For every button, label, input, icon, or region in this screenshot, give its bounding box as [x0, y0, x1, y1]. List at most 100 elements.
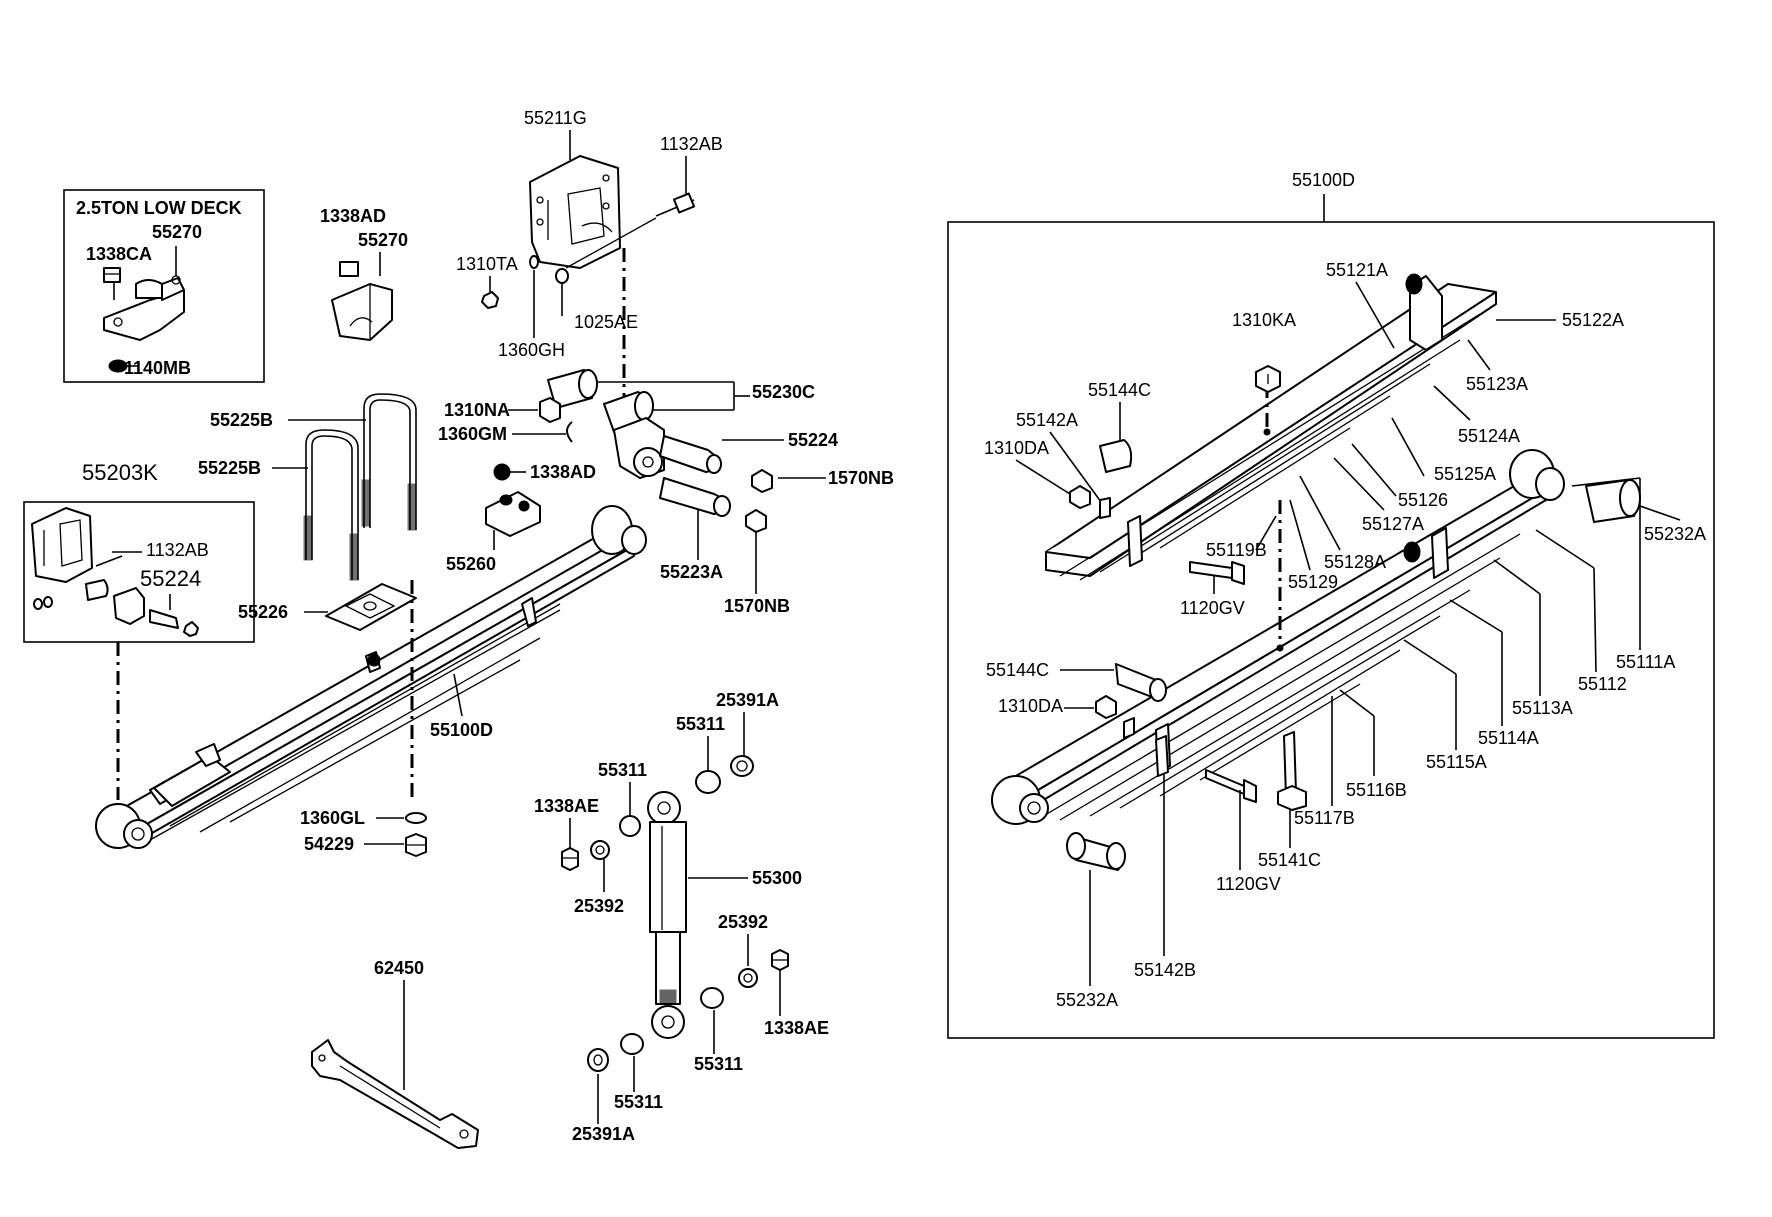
label-1120GV-a: 1120GV [1180, 598, 1245, 618]
label-1310KA: 1310KA [1232, 310, 1296, 330]
washer-1360GH: 1360GH [498, 255, 565, 360]
bushing-group-55230C: 55230C [547, 369, 815, 433]
label-1140MB: 1140MB [124, 358, 191, 378]
label-55127A: 55127A [1362, 514, 1424, 534]
label-55270-a: 55270 [152, 222, 202, 242]
rubber-55311-a: 55311 [676, 714, 725, 794]
rubber-bumper-55270 [331, 283, 393, 341]
label-55260: 55260 [446, 554, 496, 574]
label-55311-d: 55311 [614, 1092, 663, 1112]
label-1570NB-a: 1570NB [828, 468, 894, 488]
label-55128A: 55128A [1324, 552, 1386, 572]
label-55225B-b: 55225B [198, 458, 261, 478]
label-55123A: 55123A [1466, 374, 1528, 394]
label-55142B: 55142B [1134, 960, 1196, 980]
upper-leaf-spring [1045, 273, 1497, 581]
inset-label-55224: 55224 [140, 566, 201, 591]
label-1338AE-b: 1338AE [764, 1018, 829, 1038]
rubber-25391A-a: 25391A [716, 690, 779, 777]
inset-55203K: 55203K 1132AB 55224 [23, 460, 255, 643]
bracket-55270-group: 1338AD 55270 [320, 206, 408, 341]
label-55121A: 55121A [1326, 260, 1388, 280]
label-55225B-a: 55225B [210, 410, 273, 430]
label-55119B: 55119B [1206, 540, 1267, 560]
label-55126: 55126 [1398, 490, 1448, 510]
washer-1360GM: 1360GM [438, 421, 573, 444]
bracket-55270-lowdeck [103, 246, 185, 341]
label-55115A: 55115A [1426, 752, 1487, 772]
label-62450: 62450 [374, 958, 424, 978]
label-55125A: 55125A [1434, 464, 1496, 484]
label-1570NB-b: 1570NB [724, 596, 790, 616]
label-55116B: 55116B [1346, 780, 1407, 800]
nut-1570NB-b: 1570NB [724, 509, 790, 616]
detail-box-title: 55100D [1292, 170, 1355, 190]
label-55117B: 55117B [1294, 808, 1355, 828]
label-55141C: 55141C [1258, 850, 1321, 870]
low-deck-box: 2.5TON LOW DECK 55270 1338CA 1140MB [63, 189, 265, 383]
rubber-25391A-b: 25391A [572, 1048, 635, 1144]
label-55112: 55112 [1578, 674, 1627, 694]
label-1338CA: 1338CA [86, 244, 152, 264]
label-55124A: 55124A [1458, 426, 1520, 446]
label-1338AE-a: 1338AE [534, 796, 599, 816]
inset-55203K-title: 55203K [82, 460, 158, 485]
label-55223A: 55223A [660, 562, 723, 582]
u-bolt-55225B-front: 55225B [198, 429, 359, 581]
label-1360GH: 1360GH [498, 340, 565, 360]
nut-1338AE-b: 1338AE [764, 949, 829, 1038]
bump-stop-55260: 55260 [446, 491, 541, 574]
label-1360GL: 1360GL [300, 808, 365, 828]
bolt-1140MB [108, 359, 138, 373]
nut-1570NB-a: 1570NB [751, 468, 894, 493]
label-25391A-b: 25391A [572, 1124, 635, 1144]
label-55226: 55226 [238, 602, 288, 622]
label-55311-b: 55311 [598, 760, 647, 780]
washer-1360GL: 1360GL [300, 808, 427, 828]
label-54229: 54229 [304, 834, 354, 854]
lower-leaf-spring [991, 449, 1565, 825]
label-25392-b: 25392 [718, 912, 768, 932]
pin-55224: 55224 [659, 430, 838, 474]
inset-label-1132AB: 1132AB [146, 540, 209, 560]
label-55311-a: 55311 [676, 714, 725, 734]
label-55142A: 55142A [1016, 410, 1078, 430]
bolt-1132AB: 1132AB [565, 134, 723, 269]
label-55114A: 55114A [1478, 728, 1539, 748]
rubber-55311-c: 55311 [694, 987, 743, 1074]
label-1310DA-b: 1310DA [998, 696, 1063, 716]
label-55232A-a: 55232A [1644, 524, 1706, 544]
label-55300: 55300 [752, 868, 802, 888]
nut-1338CA [103, 267, 121, 283]
label-1310TA: 1310TA [456, 254, 518, 274]
label-55224: 55224 [788, 430, 838, 450]
spring-seat-55226: 55226 [238, 583, 417, 631]
spring-clamp-plate [153, 755, 231, 807]
label-1120GV-b: 1120GV [1216, 874, 1281, 894]
label-25391A-a: 25391A [716, 690, 779, 710]
rod-62450: 62450 [311, 958, 479, 1149]
hanger-bracket-55211G: 55211G [524, 108, 626, 440]
label-55144C-b: 55144C [986, 660, 1049, 680]
leaf-spring-55100D: 55100D [95, 505, 647, 849]
nut-54229: 54229 [304, 833, 427, 857]
pin-55223A: 55223A [659, 477, 731, 582]
label-55100D: 55100D [430, 720, 493, 740]
label-55211G: 55211G [524, 108, 587, 128]
nut-1338AD-top [339, 261, 359, 277]
label-1025AE: 1025AE [574, 312, 638, 332]
low-deck-title: 2.5TON LOW DECK [76, 198, 242, 218]
rubber-55311-d: 55311 [614, 1033, 663, 1112]
nut-1310NA: 1310NA [444, 397, 561, 423]
label-1338AD-b: 1338AD [530, 462, 596, 482]
shackle [613, 417, 665, 479]
nut-1338AD-b: 1338AD [493, 462, 596, 482]
shock-absorber-55300: 55300 [647, 791, 802, 1039]
label-55270-b: 55270 [358, 230, 408, 250]
label-55232A-b: 55232A [1056, 990, 1118, 1010]
u-bolt-55225B-rear: 55225B [210, 393, 417, 531]
label-1132AB: 1132AB [660, 134, 723, 154]
label-55113A: 55113A [1512, 698, 1573, 718]
